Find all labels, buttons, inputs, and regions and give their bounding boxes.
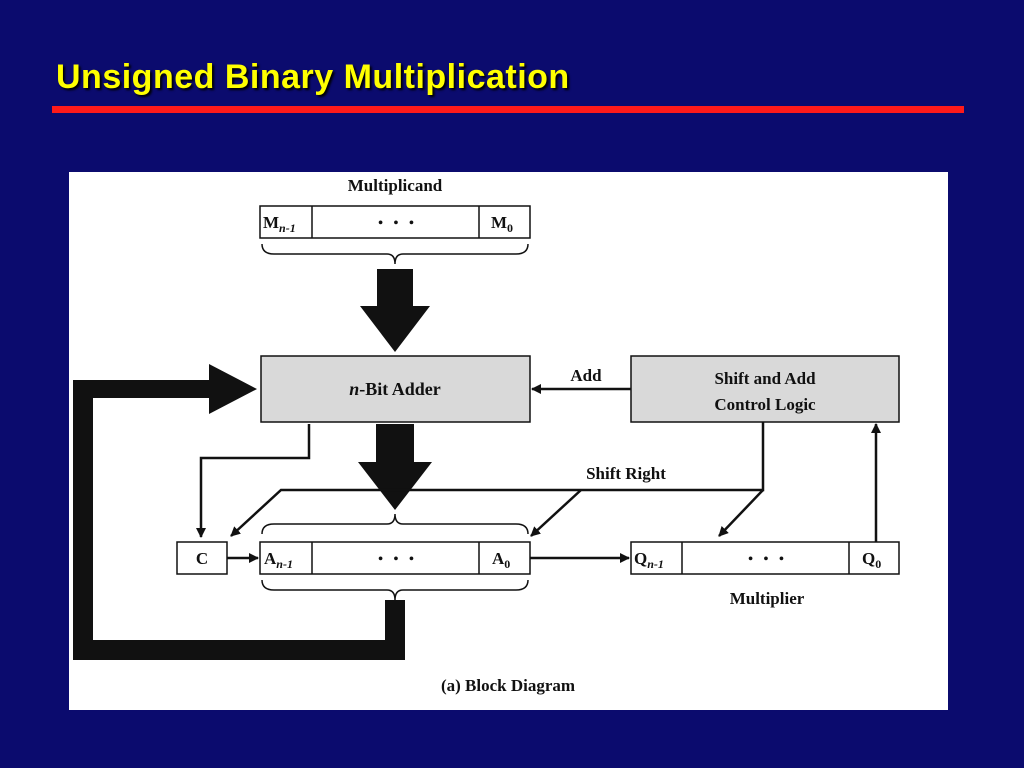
adder-to-a-arrow xyxy=(358,424,432,510)
multiplier-label: Multiplier xyxy=(730,589,805,608)
multiplicand-to-adder-arrow xyxy=(360,269,430,352)
m-low-cell: M0 xyxy=(491,213,513,235)
diagram-caption: (a) Block Diagram xyxy=(441,676,575,695)
control-line-1: Shift and Add xyxy=(714,369,816,388)
multiplicand-label: Multiplicand xyxy=(348,176,443,195)
q-low-cell: Q0 xyxy=(862,549,881,571)
shift-right-to-q xyxy=(718,489,764,537)
block-diagram-svg: Multiplicand Mn-1 • • • M0 n-Bit Adder S… xyxy=(73,176,900,695)
svg-text:n-Bit Adder: n-Bit Adder xyxy=(349,379,441,399)
slide-title: Unsigned Binary Multiplication xyxy=(56,58,570,96)
q-high-cell: Qn-1 xyxy=(634,549,664,571)
a-bottom-brace xyxy=(261,579,529,601)
q-dots: • • • xyxy=(748,552,784,567)
shift-right-line xyxy=(230,422,765,537)
control-logic-box: Shift and Add Control Logic xyxy=(630,355,900,423)
a-top-brace xyxy=(261,513,529,535)
add-label: Add xyxy=(570,366,602,385)
adder-label: -Bit Adder xyxy=(359,379,441,399)
adder-box: n-Bit Adder xyxy=(260,355,531,423)
m-high-cell: Mn-1 xyxy=(263,213,296,235)
a-register: An-1 • • • A0 xyxy=(259,541,531,575)
title-rule xyxy=(52,106,964,113)
adder-to-c-line xyxy=(196,424,311,538)
a-low-cell: A0 xyxy=(492,549,510,571)
q-register: Qn-1 • • • Q0 xyxy=(630,541,900,575)
a-high-cell: An-1 xyxy=(264,549,293,571)
shift-right-label: Shift Right xyxy=(586,464,666,483)
m-dots: • • • xyxy=(378,216,414,231)
feedback-loop-arrow xyxy=(73,364,405,660)
c-label: C xyxy=(196,549,208,568)
shift-right-to-a xyxy=(530,489,582,537)
multiplicand-brace xyxy=(261,243,529,265)
c-register: C xyxy=(176,541,228,575)
a-dots: • • • xyxy=(378,552,414,567)
multiplicand-register: Mn-1 • • • M0 xyxy=(259,205,531,239)
block-diagram: Multiplicand Mn-1 • • • M0 n-Bit Adder S… xyxy=(69,172,948,710)
control-line-2: Control Logic xyxy=(714,395,816,414)
adder-italic-n: n xyxy=(349,379,359,399)
